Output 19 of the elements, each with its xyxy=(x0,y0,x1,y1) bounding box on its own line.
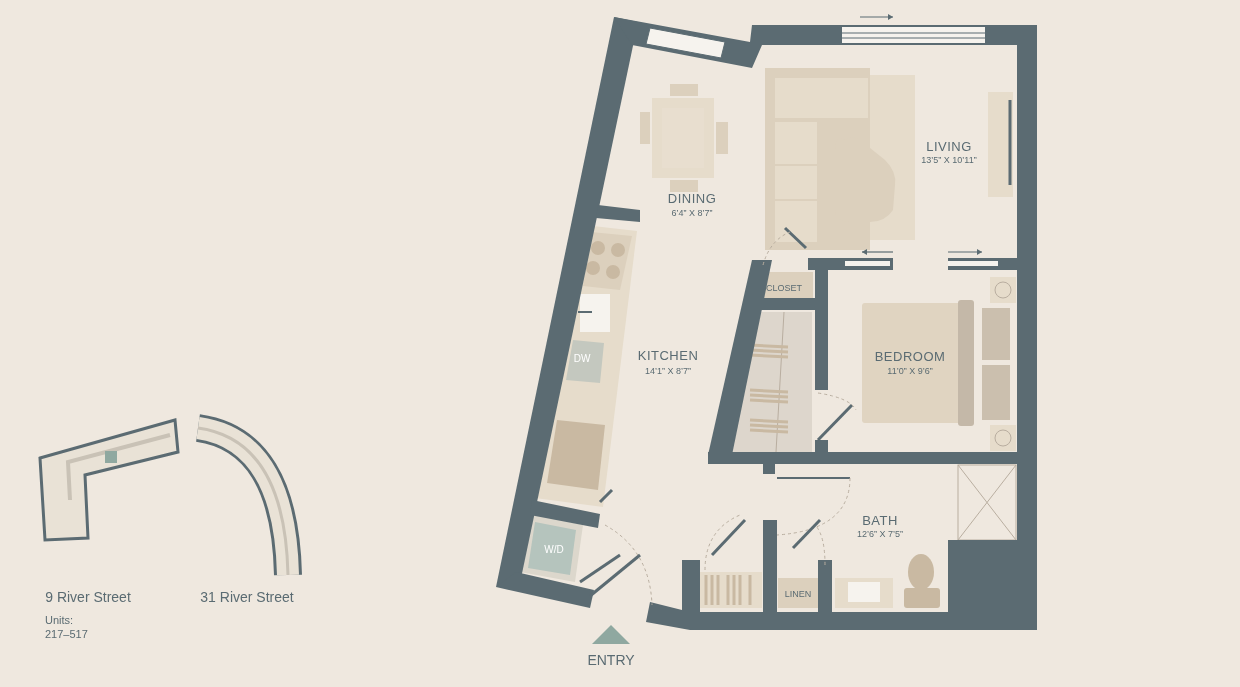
room-label: BEDROOM xyxy=(874,349,946,363)
room-dimensions: 12’6” X 7’5” xyxy=(857,529,903,539)
room-label: LIVING xyxy=(926,139,972,153)
room-dimensions: 11’0” X 9’6” xyxy=(887,366,933,376)
room-dimensions: 6’4” X 8’7” xyxy=(671,208,713,218)
room-dimensions: 13’5” X 10’11” xyxy=(921,155,977,165)
building-name: 31 River Street xyxy=(200,590,294,604)
storage-label: LINEN xyxy=(784,589,812,599)
room-label: KITCHEN xyxy=(637,348,699,362)
room-label: DINING xyxy=(667,191,717,205)
room-label: BATH xyxy=(862,513,898,527)
appliance-label: W/D xyxy=(544,545,564,555)
units-label: Units: xyxy=(45,614,74,626)
units-range: 217–517 xyxy=(45,628,88,640)
entry-label: ENTRY xyxy=(587,653,635,667)
building-name: 9 River Street xyxy=(45,590,131,604)
appliance-label: DW xyxy=(573,354,591,364)
room-dimensions: 14’1” X 8’7” xyxy=(645,366,691,376)
storage-label: CLOSET xyxy=(766,283,802,293)
